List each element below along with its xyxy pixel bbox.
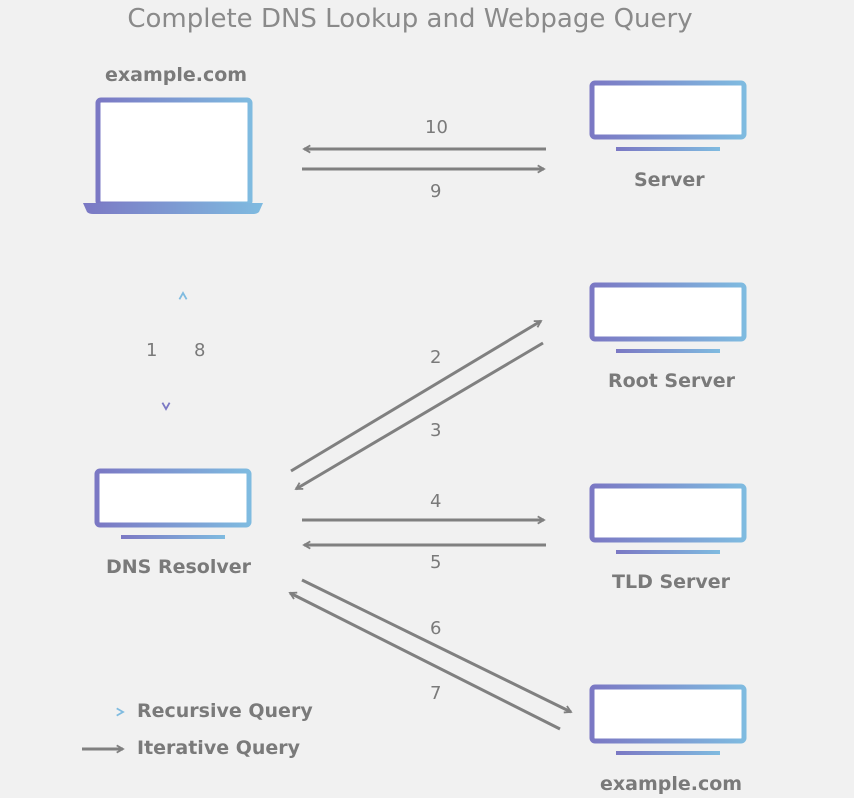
step-label-5: 5 <box>430 552 442 573</box>
server-icon <box>589 80 747 151</box>
laptop-icon <box>83 97 263 214</box>
authoritative-server-label: example.com <box>600 773 743 795</box>
authoritative-server-icon <box>589 684 747 755</box>
step-label-9: 9 <box>430 181 442 202</box>
step-label-1: 1 <box>146 340 158 361</box>
tld-server-icon <box>589 483 747 554</box>
arrow-7 <box>290 591 561 731</box>
step-label-2: 2 <box>430 347 442 368</box>
server-label: Server <box>634 169 705 191</box>
diagram-title: Complete DNS Lookup and Webpage Query <box>127 4 693 34</box>
dns-resolver-icon <box>94 468 252 539</box>
dns-resolver-label: DNS Resolver <box>106 556 252 578</box>
step-label-7: 7 <box>430 683 442 704</box>
tld-server-label: TLD Server <box>612 571 731 593</box>
arrow-2 <box>290 319 541 473</box>
step-label-10: 10 <box>425 117 448 138</box>
laptop-label: example.com <box>105 64 248 86</box>
step-label-3: 3 <box>430 420 442 441</box>
arrow-6 <box>301 578 571 712</box>
step-label-8: 8 <box>194 340 206 361</box>
step-label-6: 6 <box>430 618 442 639</box>
root-server-label: Root Server <box>608 370 736 392</box>
step-label-4: 4 <box>430 491 442 512</box>
arrow-3 <box>296 341 544 491</box>
legend-recursive-label: Recursive Query <box>137 700 313 722</box>
legend-iterative-label: Iterative Query <box>137 737 301 759</box>
root-server-icon <box>589 282 747 353</box>
